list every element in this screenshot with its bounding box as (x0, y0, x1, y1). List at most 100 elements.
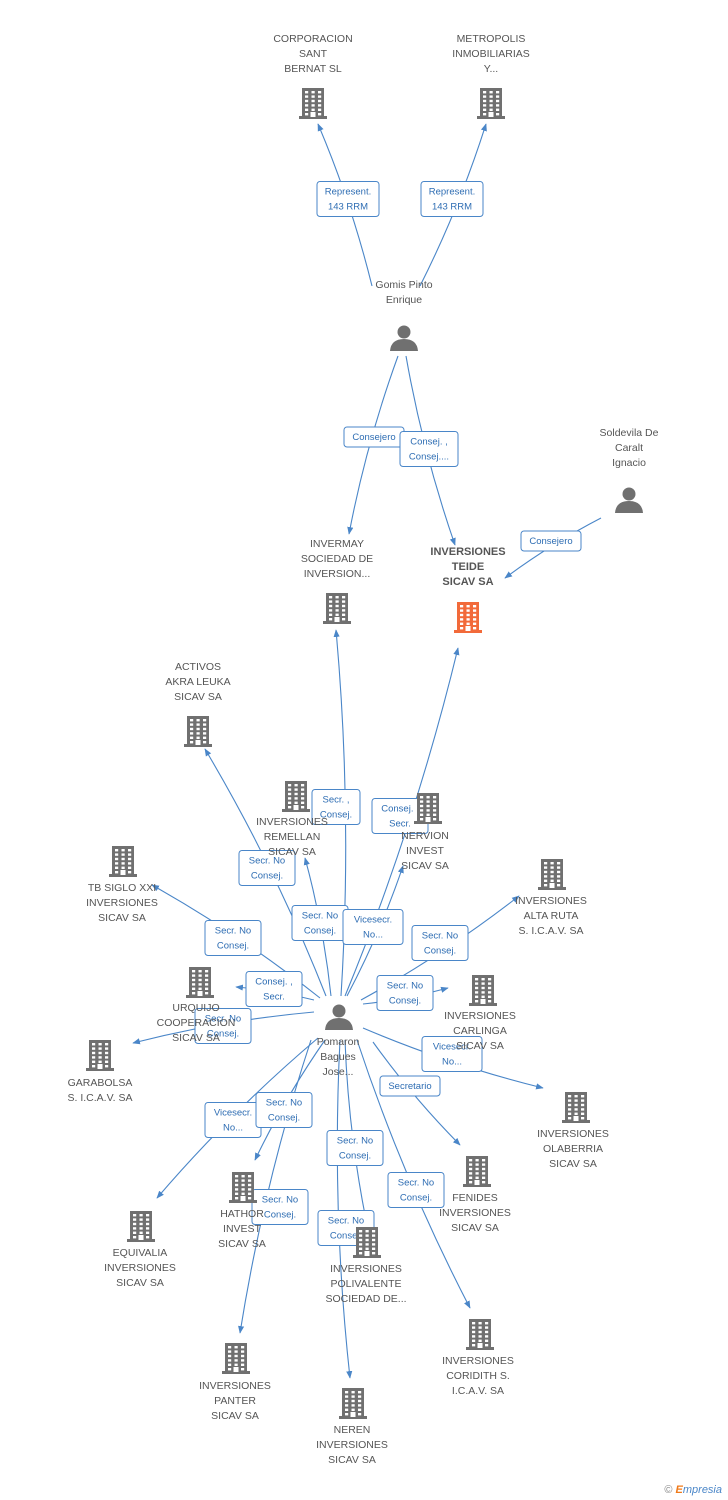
edge-label-pomaron-urquijo[interactable]: Consej. ,Secr. (245, 971, 303, 1007)
node-label: Soldevila De (600, 427, 659, 439)
node-label: ACTIVOS (175, 661, 221, 673)
brand-initial: E (675, 1484, 683, 1496)
node-label: S. I.C.A.V. SA (68, 1092, 133, 1104)
node-label: SICAV SA (451, 1222, 499, 1234)
edge-label-pomaron-fenides[interactable]: Secretario (379, 1075, 441, 1097)
node-label: FENIDES (452, 1192, 498, 1204)
building-icon (127, 1211, 155, 1242)
edge-label-text: Consej. (330, 1231, 362, 1242)
edge-label-text: Secr. No (302, 911, 338, 922)
node-label: EQUIVALIA (113, 1247, 168, 1259)
building-icon (466, 1319, 494, 1350)
edge-label-gomis-corporacion[interactable]: Represent.143 RRM (316, 181, 380, 217)
building-icon (229, 1172, 257, 1203)
node-label: INVERSIONES (330, 1263, 402, 1275)
edge-label-text: Secr. No (205, 1014, 241, 1025)
edge-label-pomaron-invermay[interactable]: Secr. ,Consej. (311, 789, 361, 825)
building-icon (477, 88, 505, 119)
node-label: SICAV SA (456, 1040, 504, 1052)
edge-label-gomis-teide[interactable]: Consej. ,Consej.... (399, 431, 459, 467)
node-label: INVERSIONES (316, 1439, 388, 1451)
edge-label-box (255, 1092, 313, 1128)
node-label: INVERSIONES (444, 1010, 516, 1022)
node-label: BERNAT SL (284, 63, 342, 75)
building-icon (184, 716, 212, 747)
edge-label-gomis-invermay[interactable]: Consejero (343, 426, 405, 448)
node-pomaron[interactable]: PomaronBaguesJose... (317, 1004, 360, 1079)
node-urquijo[interactable]: URQUIJO COOPERACION SICAV SA (157, 967, 236, 1044)
node-label: SOCIEDAD DE (301, 553, 373, 565)
edge-label-box (251, 1189, 309, 1225)
edge-label-pomaron-equivalia[interactable]: Vicesecr. No... (204, 1102, 262, 1138)
edge-label-text: Consej. (339, 1151, 371, 1162)
edge-label-soldevila-teide[interactable]: Consejero (520, 530, 582, 552)
edge-label-box (411, 925, 469, 961)
edge-label-text: Vicesecr. (433, 1042, 471, 1053)
edge-label-box (311, 789, 361, 825)
node-label: SICAV SA (172, 1032, 220, 1044)
node-label: URQUIJO (172, 1002, 219, 1014)
edge-label-text: Consej. (400, 1193, 432, 1204)
building-icon (323, 593, 351, 624)
node-label: INVERSIONES (256, 816, 328, 828)
edge-label-text: Consej. , (410, 437, 448, 448)
node-metropolis[interactable]: METROPOLISINMOBILIARIASY... (452, 33, 530, 119)
edge-label-pomaron-olaberria[interactable]: Vicesecr.No... (421, 1036, 483, 1072)
node-label: Caralt (615, 442, 643, 454)
node-label: INVEST (406, 845, 445, 857)
edge-label-text: Represent. (429, 187, 475, 198)
edge-label-box (342, 909, 404, 945)
node-equivalia[interactable]: EQUIVALIA INVERSIONES SICAV SA (104, 1211, 176, 1289)
edge-label-box (376, 975, 434, 1011)
node-label: Y... (484, 63, 498, 75)
node-label: INVERSION... (304, 568, 371, 580)
edge-label-gomis-metropolis[interactable]: Represent.143 RRM (420, 181, 484, 217)
edge-label-text: Secr. No (387, 981, 423, 992)
edge-label-text: Secr. No (328, 1216, 364, 1227)
node-label: SICAV SA (116, 1277, 164, 1289)
edge-label-pomaron-teide[interactable]: Consej. ,Secr. (371, 798, 429, 834)
node-label: INVERSIONES (104, 1262, 176, 1274)
edge-label-box (421, 1036, 483, 1072)
node-label: INVERSIONES (199, 1380, 271, 1392)
edge-label-text: Secr. No (422, 931, 458, 942)
node-label: SICAV SA (268, 846, 316, 858)
edge-label-text: Vicesecr. (214, 1108, 252, 1119)
node-label: SANT (299, 48, 328, 60)
node-label: COOPERACION (157, 1017, 236, 1029)
building-icon (469, 975, 497, 1006)
node-label: INVERSIONES (537, 1128, 609, 1140)
edge-label-text: No... (223, 1123, 243, 1134)
edge-label-pomaron-nervion[interactable]: Vicesecr.No... (342, 909, 404, 945)
